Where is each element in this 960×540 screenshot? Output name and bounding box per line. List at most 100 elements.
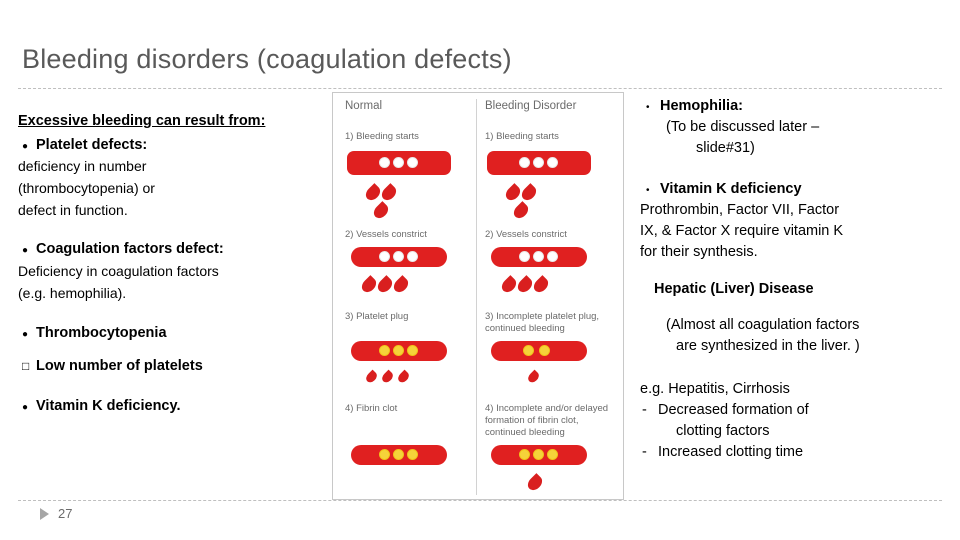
right-text-column: • Hemophilia: (To be discussed later – s…: [640, 96, 948, 463]
list-item-label: Coagulation factors defect:: [36, 241, 224, 258]
blood-drop-icon: [380, 369, 395, 385]
page-title: Bleeding disorders (coagulation defects): [22, 44, 512, 74]
hemophilia-note-line-2: slide#31): [696, 140, 755, 157]
figure-header-bleeding-disorder: Bleeding Disorder: [485, 100, 577, 112]
figure-step-normal-4: 4) Fibrin clot: [345, 403, 398, 414]
spacer-1: [18, 221, 330, 239]
list-item-label: Thrombocytopenia: [36, 324, 167, 341]
left-line-1: deficiency in number: [18, 158, 147, 175]
figure-step-disorder-3: 3) Incomplete platelet plug, continued b…: [485, 311, 600, 334]
play-triangle-icon: [40, 507, 49, 520]
platelet-plug-icon: [407, 345, 418, 356]
list-item-label: Low number of platelets: [36, 358, 203, 375]
platelet-plug-icon: [523, 345, 534, 356]
spacer-r2: [640, 263, 948, 281]
left-line-4: Deficiency in coagulation factors: [18, 263, 219, 280]
blood-drop-icon: [511, 201, 531, 221]
platelet-icon: [393, 251, 404, 262]
platelet-icon: [533, 251, 544, 262]
list-item-coagulation-defect: ● Coagulation factors defect:: [18, 239, 330, 261]
list-item-label: Hemophilia:: [660, 98, 743, 114]
figure-header-normal: Normal: [345, 100, 383, 112]
slide-footer: 27: [40, 506, 72, 521]
bullet-icon: •: [646, 185, 650, 197]
platelet-icon: [547, 157, 558, 168]
vitamin-k-body-line-1: Prothrombin, Factor VII, Factor: [640, 202, 840, 219]
spacer-4: [18, 378, 330, 396]
spacer-r4: [640, 357, 948, 379]
platelet-icon: [407, 157, 418, 168]
left-line-3: defect in function.: [18, 201, 128, 218]
blood-drop-icon: [371, 201, 391, 221]
page-number: 27: [58, 506, 73, 521]
list-item-vitamin-k: ● Vitamin K deficiency.: [18, 396, 330, 418]
blood-drop-icon: [363, 183, 383, 203]
platelet-icon: [407, 251, 418, 262]
blood-drop-icon: [525, 473, 545, 493]
list-item-hemophilia: • Hemophilia:: [640, 96, 948, 117]
left-line-5: (e.g. hemophilia).: [18, 284, 127, 301]
platelet-icon: [379, 157, 390, 168]
clotting-factors-line: clotting factors: [676, 423, 770, 440]
list-item-label: Vitamin K deficiency.: [36, 398, 181, 414]
blood-drop-icon: [515, 275, 535, 295]
bullet-icon: ●: [22, 245, 29, 257]
divider-bottom: [18, 500, 942, 501]
blood-drop-icon: [359, 275, 379, 295]
left-line-2: (thrombocytopenia) or: [18, 180, 155, 196]
list-item-label: Vitamin K deficiency: [660, 181, 802, 198]
vitamin-k-body-line-3: for their synthesis.: [640, 244, 758, 261]
list-item-decreased-formation: - Decreased formation of: [640, 400, 948, 421]
examples-line: e.g. Hepatitis, Cirrhosis: [640, 381, 790, 398]
blood-drop-icon: [503, 183, 523, 203]
hepatic-note-line-1: (Almost all coagulation factors: [666, 317, 860, 334]
hemophilia-note-line-1: (To be discussed later –: [666, 119, 820, 136]
fibrin-clot-icon: [379, 449, 390, 460]
figure-step-normal-2: 2) Vessels constrict: [345, 229, 427, 240]
bullet-icon: ●: [22, 402, 29, 413]
bullet-icon: •: [646, 102, 650, 113]
left-lead-text: Excessive bleeding can result from:: [18, 113, 266, 129]
figure-step-disorder-1: 1) Bleeding starts: [485, 131, 559, 142]
dash-icon: -: [642, 444, 647, 461]
figure-step-normal-1: 1) Bleeding starts: [345, 131, 419, 142]
list-item-label: Decreased formation of: [658, 402, 809, 419]
list-item-vitamin-k-deficiency: • Vitamin K deficiency: [640, 179, 948, 200]
vitamin-k-body-line-2: IX, & Factor X require vitamin K: [640, 223, 844, 240]
platelet-icon: [379, 251, 390, 262]
bleeding-comparison-figure: Normal Bleeding Disorder 1) Bleeding sta…: [332, 92, 624, 500]
fibrin-clot-icon: [407, 449, 418, 460]
figure-headers: Normal Bleeding Disorder: [333, 93, 623, 119]
fibrin-clot-icon: [519, 449, 530, 460]
list-item-thrombocytopenia: ● Thrombocytopenia: [18, 323, 330, 345]
blood-drop-icon: [526, 369, 541, 385]
spacer-r3: [640, 297, 948, 315]
blood-drop-icon: [499, 275, 519, 295]
platelet-plug-icon: [379, 345, 390, 356]
spacer-r1: [640, 159, 948, 179]
blood-drop-icon: [375, 275, 395, 295]
blood-drop-icon: [391, 275, 411, 295]
list-item-label: Platelet defects:: [36, 136, 148, 153]
blood-drop-icon: [364, 369, 379, 385]
list-item-low-platelets: □ Low number of platelets: [18, 356, 330, 378]
bullet-icon: ●: [22, 328, 29, 340]
platelet-icon: [519, 251, 530, 262]
platelet-icon: [393, 157, 404, 168]
platelet-icon: [533, 157, 544, 168]
fibrin-clot-icon: [393, 449, 404, 460]
divider-top: [18, 88, 942, 89]
figure-step-disorder-4: 4) Incomplete and/or delayed formation o…: [485, 403, 609, 438]
bullet-icon: ●: [22, 140, 29, 152]
figure-step-disorder-2: 2) Vessels constrict: [485, 229, 567, 240]
blood-drop-icon: [396, 369, 411, 385]
hepatic-note-line-2: are synthesized in the liver. ): [676, 338, 860, 355]
square-bullet-icon: □: [22, 359, 30, 374]
platelet-plug-icon: [539, 345, 550, 356]
figure-column-divider: [476, 99, 477, 495]
dash-icon: -: [642, 402, 647, 419]
left-text-column: Excessive bleeding can result from: ● Pl…: [18, 112, 330, 418]
list-item-label: Increased clotting time: [658, 444, 804, 461]
blood-drop-icon: [531, 275, 551, 295]
